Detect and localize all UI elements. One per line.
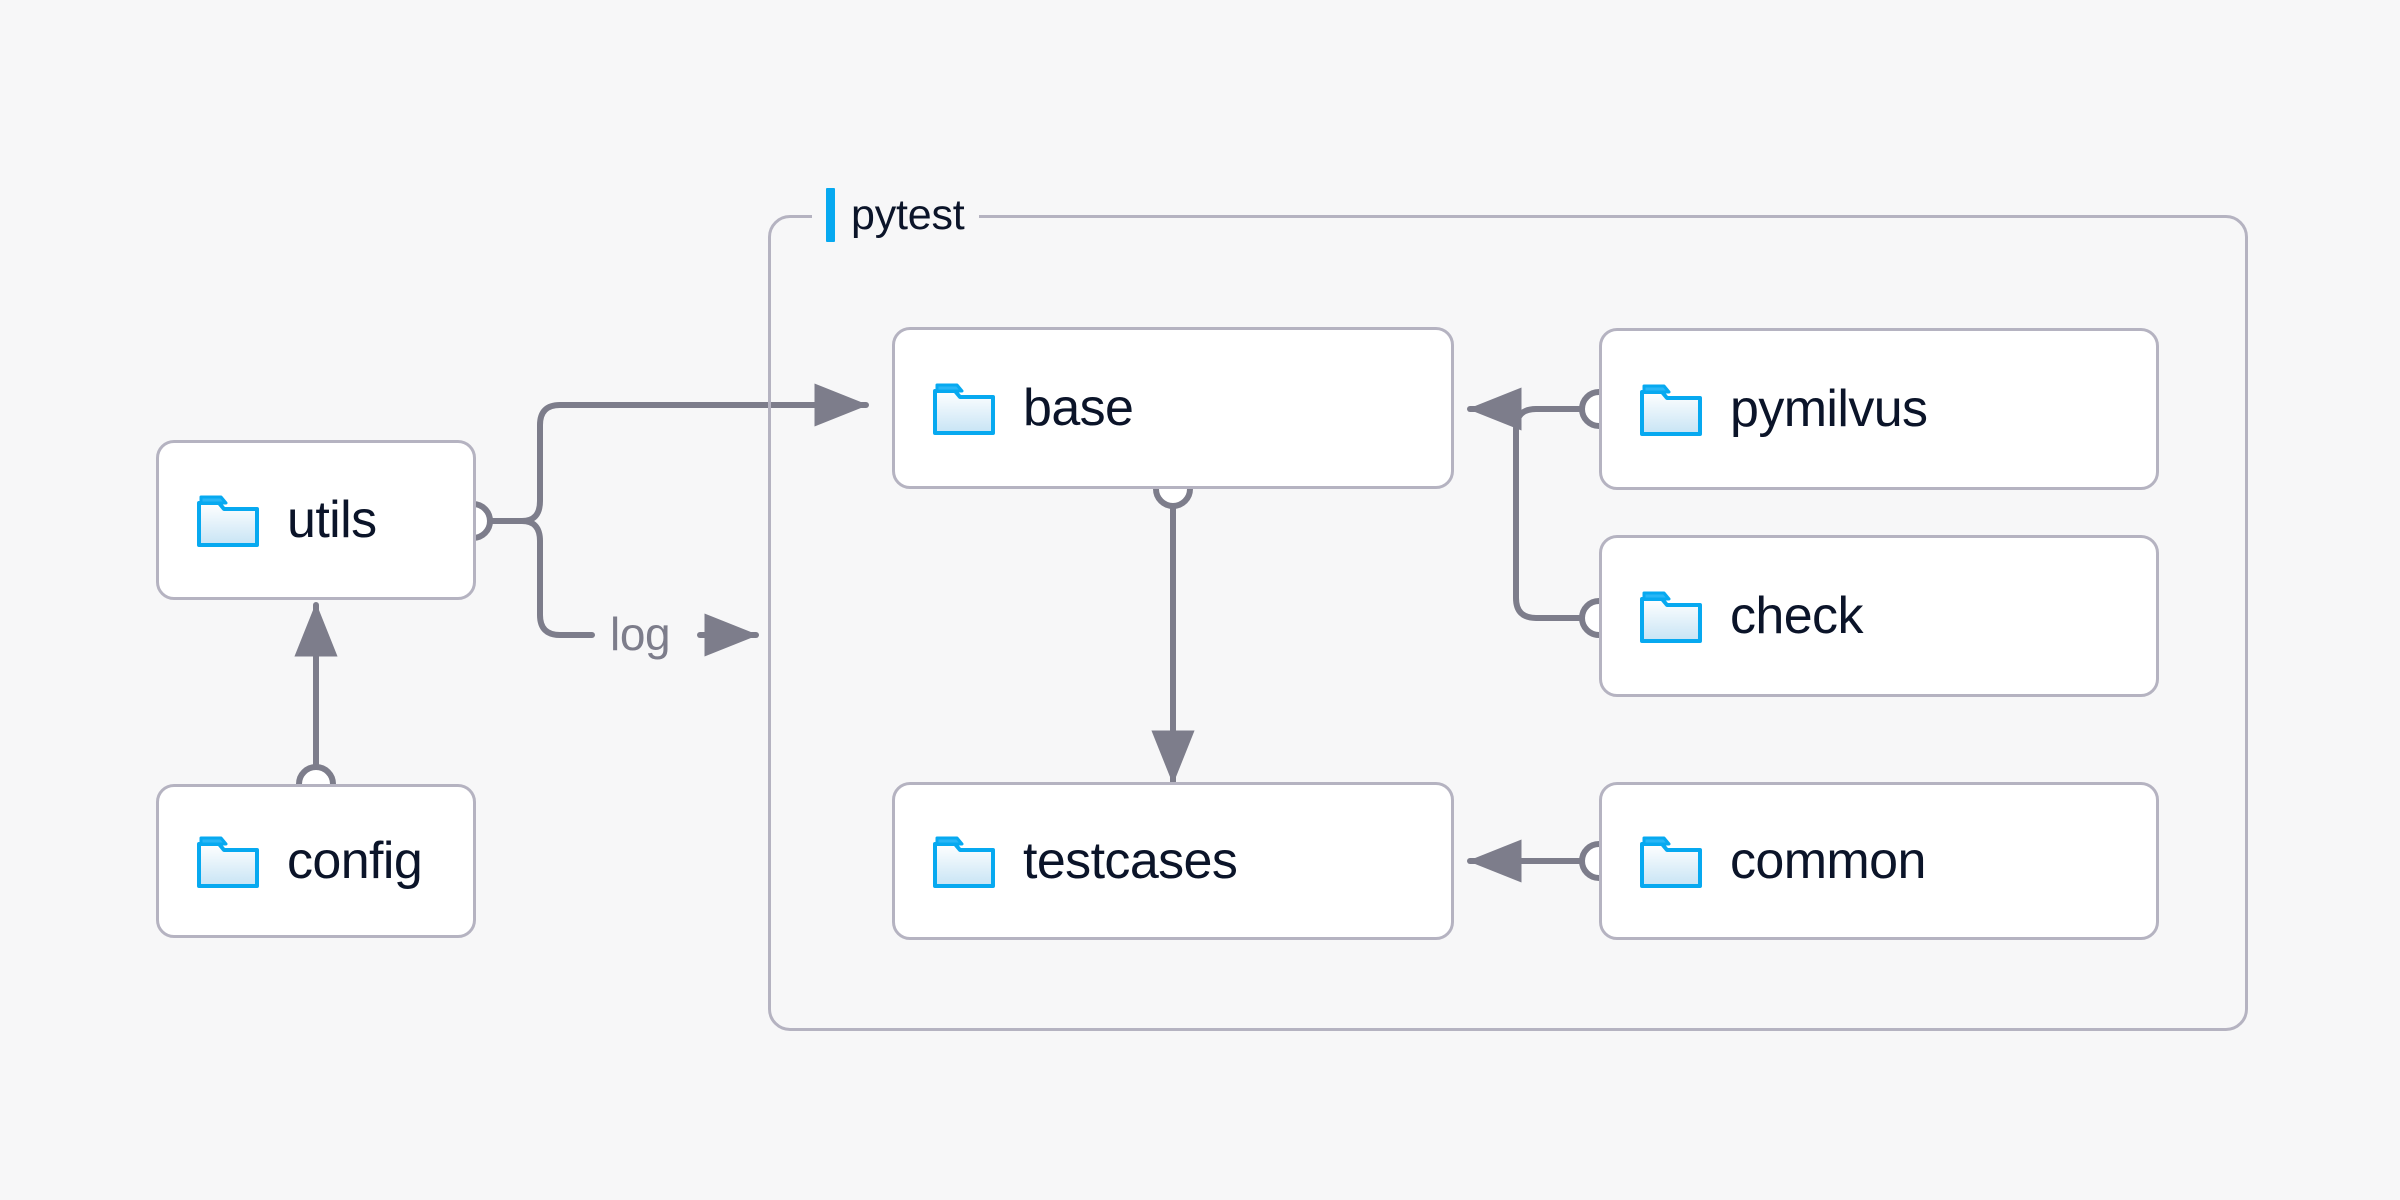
edge-utils-to-log <box>519 518 595 638</box>
node-config[interactable]: config <box>156 784 476 938</box>
folder-icon <box>197 836 259 888</box>
group-label-text: pytest <box>851 190 965 239</box>
folder-icon <box>1640 836 1702 888</box>
folder-icon <box>197 495 259 547</box>
node-testcases[interactable]: testcases <box>892 782 1454 940</box>
node-check[interactable]: check <box>1599 535 2159 697</box>
group-accent-bar <box>826 188 835 242</box>
edge-label-log: log <box>600 611 681 657</box>
node-label: common <box>1730 832 1926 890</box>
node-common[interactable]: common <box>1599 782 2159 940</box>
group-pytest <box>768 215 2248 1031</box>
node-label: config <box>287 832 423 890</box>
node-pymilvus[interactable]: pymilvus <box>1599 328 2159 490</box>
node-label: utils <box>287 491 377 549</box>
node-label: testcases <box>1023 832 1238 890</box>
node-base[interactable]: base <box>892 327 1454 489</box>
folder-icon <box>1640 591 1702 643</box>
group-pytest-label: pytest <box>812 183 979 247</box>
node-utils[interactable]: utils <box>156 440 476 600</box>
node-label: check <box>1730 587 1863 645</box>
node-label: pymilvus <box>1730 380 1928 438</box>
folder-icon <box>1640 384 1702 436</box>
folder-icon <box>933 383 995 435</box>
folder-icon <box>933 836 995 888</box>
node-label: base <box>1023 379 1134 437</box>
